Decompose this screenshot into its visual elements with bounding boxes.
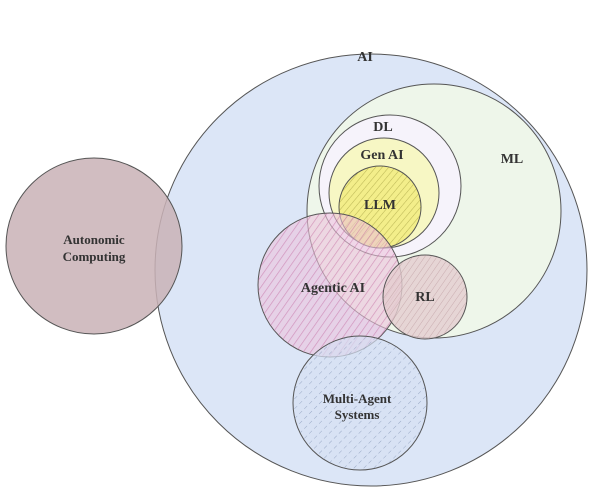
autonomic-label-line2: Computing [63,249,126,264]
ml-label: ML [501,152,524,167]
gen-ai-label: Gen AI [360,148,403,163]
rl-hatch [383,255,467,339]
agentic-ai-hatch [258,213,402,357]
llm-label: LLM [364,198,396,213]
dl-label: DL [373,120,392,135]
multi-agent-hatch [293,336,427,470]
multi-agent-label-line2: Systems [335,407,380,422]
autonomic-computing-circle [5,157,183,335]
multi-agent-label-line1: Multi-Agent [323,391,392,406]
ai-label: AI [357,50,373,65]
autonomic-label-line1: Autonomic [63,232,125,247]
agentic-ai-label: Agentic AI [301,281,365,296]
rl-label: RL [415,290,434,305]
